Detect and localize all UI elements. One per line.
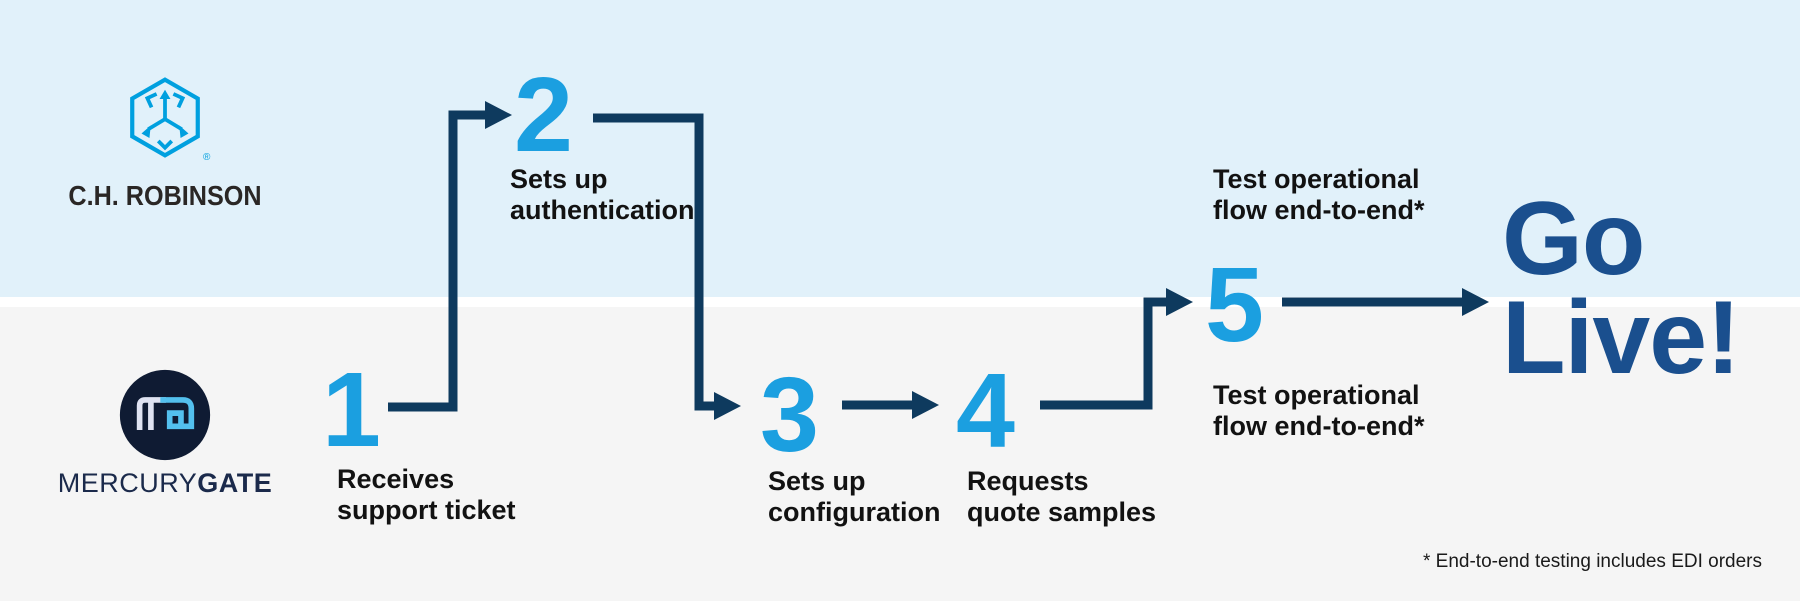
ch-robinson-wordmark: C.H. ROBINSON [68,180,262,211]
footnote: * End-to-end testing includes EDI orders [1422,551,1762,572]
chr-registered-mark: ® [203,152,211,163]
arrow-step4-to-step5 [1040,297,1167,410]
mercurygate-wordmark-gate: GATE [197,468,273,498]
mercurygate-logo-icon [119,369,211,461]
mercurygate-wordmark-mercury: MERCURY [57,468,198,498]
mercurygate-lane [0,307,1800,601]
ch-robinson-logo-icon [130,77,200,158]
arrow-step2-to-step3 [593,113,715,411]
step-5-number: 5 [1205,246,1264,364]
step-4-label: Requests quote samples [967,466,1157,527]
mercurygate-wordmark: MERCURYGATE [35,468,295,499]
step-2-label: Sets up authentication [510,164,695,225]
arrowhead-step5 [1166,288,1193,316]
step-5-label-top: Test operational flow end-to-end* [1213,164,1425,225]
step-1-label: Receives support ticket [337,464,516,525]
arrowhead-step4 [912,391,939,419]
step-2-number: 2 [514,56,573,174]
ch-robinson-lane [0,0,1800,297]
step-1-number: 1 [322,351,381,469]
arrowhead-step2 [485,101,512,129]
arrow-step1-to-step2 [388,110,486,412]
step-5-label-bottom: Test operational flow end-to-end* [1213,380,1425,441]
arrowhead-step3 [714,392,741,420]
step-4-number: 4 [956,352,1015,470]
arrowhead-golive [1462,288,1489,316]
step-3-number: 3 [760,356,819,474]
lane-divider [0,297,1800,307]
step-3-label: Sets up configuration [768,466,941,527]
go-live-text: Go Live! [1502,181,1741,396]
